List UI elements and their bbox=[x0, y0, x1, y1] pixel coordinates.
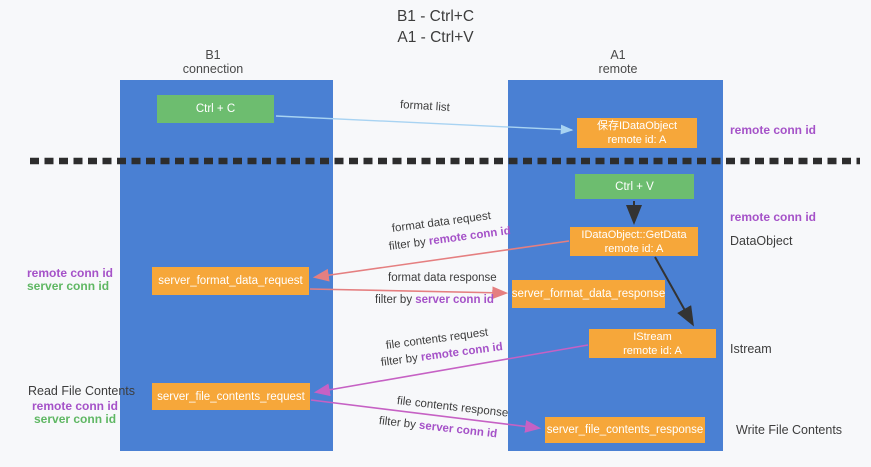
annotation-left-server-conn-id-1: server conn id bbox=[27, 279, 110, 293]
node-istream: IStream remote id: A bbox=[589, 329, 716, 358]
edge-label-file-contents-response: file contents response bbox=[396, 395, 509, 420]
node-ctrl-v-label: Ctrl + V bbox=[615, 180, 654, 193]
title-line-1: B1 - Ctrl+C bbox=[396, 8, 475, 25]
node-server-format-data-request: server_format_data_request bbox=[152, 267, 309, 295]
annotation-write-file-contents: Write File Contents bbox=[736, 423, 843, 437]
node-istream-line1: IStream bbox=[633, 330, 672, 343]
node-server-format-data-response: server_format_data_response bbox=[512, 280, 665, 308]
annotation-left-server-conn-id-2: server conn id bbox=[34, 412, 117, 426]
node-server-file-contents-request: server_file_contents_request bbox=[152, 383, 310, 410]
filter-prefix: filter by bbox=[380, 351, 422, 369]
node-format-response-label: server_format_data_response bbox=[511, 288, 666, 300]
annotation-read-file-contents: Read File Contents bbox=[28, 384, 136, 398]
lane-header-a1: A1 remote bbox=[558, 48, 678, 76]
node-save-idataobject-line2: remote id: A bbox=[607, 134, 667, 146]
annotation-left-remote-conn-id-2: remote conn id bbox=[32, 399, 119, 413]
arrow-format-data-response bbox=[309, 286, 509, 300]
filter-prefix: filter by bbox=[388, 235, 430, 253]
node-file-response-label: server_file_contents_response bbox=[546, 424, 704, 436]
filter-prefix: filter by bbox=[378, 415, 420, 432]
annotation-istream: Istream bbox=[730, 342, 772, 356]
lane-header-b1: B1 connection bbox=[153, 48, 273, 76]
edge-label-format-list: format list bbox=[399, 99, 451, 115]
lane-b1-name: B1 bbox=[205, 48, 221, 62]
annotation-remote-conn-id-top: remote conn id bbox=[730, 123, 817, 137]
node-file-request-label: server_file_contents_request bbox=[157, 390, 305, 403]
title-line-2: A1 - Ctrl+V bbox=[397, 29, 474, 46]
filter-id: server conn id bbox=[415, 294, 494, 306]
lane-a1-name: A1 bbox=[610, 48, 626, 62]
annotation-left-remote-conn-id-1: remote conn id bbox=[27, 266, 114, 280]
node-getdata-line1: IDataObject::GetData bbox=[581, 228, 687, 241]
node-save-idataobject-line1: 保存IDataObject bbox=[596, 120, 678, 132]
node-ctrl-v: Ctrl + V bbox=[575, 174, 694, 199]
edge-label-format-data-response: format data response bbox=[388, 272, 497, 284]
annotation-dataobject: DataObject bbox=[730, 234, 793, 248]
filter-id: server conn id bbox=[418, 419, 498, 441]
node-server-file-contents-response: server_file_contents_response bbox=[545, 417, 705, 443]
node-format-request-label: server_format_data_request bbox=[158, 275, 303, 287]
node-idataobject-getdata: IDataObject::GetData remote id: A bbox=[570, 227, 698, 256]
annotation-remote-conn-id-mid: remote conn id bbox=[730, 210, 817, 224]
edge-label-filter-server-2: filter by server conn id bbox=[378, 415, 497, 440]
node-ctrl-c: Ctrl + C bbox=[157, 95, 274, 123]
diagram-title: B1 - Ctrl+C A1 - Ctrl+V bbox=[0, 6, 871, 48]
node-istream-line2: remote id: A bbox=[623, 344, 682, 357]
lane-b1-role: connection bbox=[182, 61, 244, 76]
filter-prefix: filter by bbox=[375, 294, 416, 306]
lane-a1-role: remote bbox=[598, 61, 638, 76]
edge-label-filter-server-1: filter by server conn id bbox=[375, 294, 494, 306]
node-save-idataobject: 保存IDataObject remote id: A bbox=[577, 118, 697, 148]
node-ctrl-c-label: Ctrl + C bbox=[195, 103, 236, 115]
node-getdata-line2: remote id: A bbox=[604, 242, 664, 255]
